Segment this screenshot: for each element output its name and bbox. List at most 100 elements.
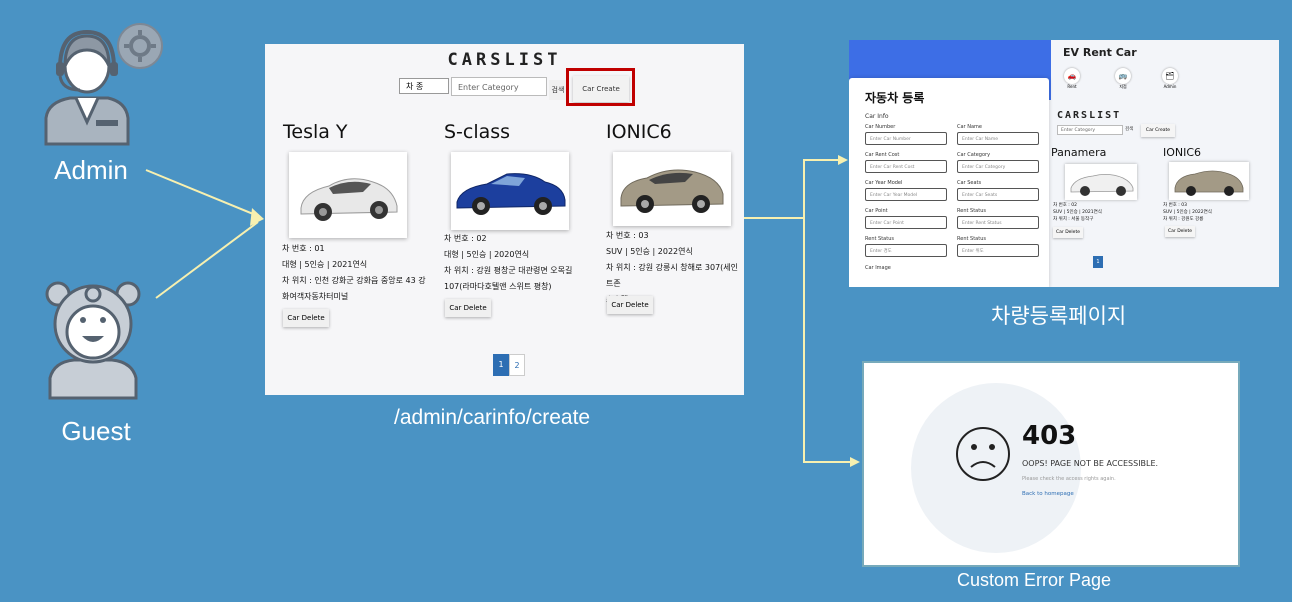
category-input[interactable]: Enter Category <box>451 77 547 96</box>
car-location: 차 위치 : 강원 강릉시 창해로 307(세인트존 <box>606 263 739 288</box>
car-location: 차 위치 : 서울 동작구 <box>1053 217 1094 222</box>
car-number: 차 번호 : 02 <box>1053 203 1077 208</box>
latitude-input[interactable]: Enter 위도 <box>957 244 1039 257</box>
field-label: Car Category <box>957 152 991 158</box>
admin-icon: 🗂 <box>1162 68 1178 84</box>
error-caption: Custom Error Page <box>957 570 1112 590</box>
car-photo <box>451 152 569 230</box>
car-photo <box>613 152 731 226</box>
admin-create-screenshot: CARSLIST 차 종 Enter Category 검색 Car Creat… <box>265 44 744 395</box>
registration-caption: 차량등록페이지 <box>991 305 1127 328</box>
car-location-cont: 화여객자동차터미널 <box>282 292 349 301</box>
car-spec: SUV | 5인승 | 2022연식 <box>1163 210 1212 215</box>
car-image-icon <box>300 178 398 221</box>
car-photo <box>1065 164 1137 200</box>
guest-bear-icon <box>45 281 141 400</box>
registration-form: 자동차 등록 Car Info Car Number Enter Car Num… <box>849 78 1049 287</box>
car-number: 차 번호 : 03 <box>1163 203 1187 208</box>
image-label: Car Image <box>865 265 891 271</box>
nav-rent[interactable]: 🚗 Rent <box>1061 68 1083 89</box>
car-number: 차 번호 : 02 <box>444 234 487 243</box>
rent-status-input[interactable]: Enter Rent Status <box>957 216 1039 229</box>
section-label: Car Info <box>865 113 889 120</box>
car-info: 차 번호 : 02 대형 | 5인승 | 2020연식 차 위치 : 강원 평창… <box>444 231 604 295</box>
admin-create-caption: /admin/carinfo/create <box>394 406 591 429</box>
error-page-screenshot: 403 OOPS! PAGE NOT BE ACCESSIBLE. Please… <box>862 361 1240 567</box>
car-number-input[interactable]: Enter Car Number <box>865 132 947 145</box>
car-spec: 대형 | 5인승 | 2021연식 <box>282 260 368 269</box>
car-spec: SUV | 5인승 | 2021연식 <box>1053 210 1102 215</box>
field-label: Car Point <box>865 208 888 214</box>
nav-admin[interactable]: 🗂 Admin <box>1159 68 1181 89</box>
page-button-1[interactable]: 1 <box>1093 256 1103 268</box>
car-location-cont: 107(라마다호텔앤 스위트 평창) <box>444 282 552 291</box>
mini-category-input[interactable]: Enter Category <box>1057 125 1123 135</box>
mini-search-button[interactable]: 검색 <box>1125 127 1134 132</box>
seats-input[interactable]: Enter Car Seats <box>957 188 1039 201</box>
form-title: 자동차 등록 <box>865 91 925 105</box>
car-info: 차 번호 : 03 SUV | 5인승 | 2022연식 차 위치 : 강원도 … <box>1163 202 1212 223</box>
car-image-icon <box>1070 174 1134 196</box>
car-name: S-class <box>444 121 511 143</box>
app-title: EV Rent Car <box>1063 46 1137 59</box>
list-title: CARSLIST <box>1057 110 1122 121</box>
nav-label: Rent <box>1067 84 1077 89</box>
car-image-icon <box>456 173 566 215</box>
car-image-icon <box>1174 170 1244 196</box>
error-hint: Please check the access rights again. <box>1022 476 1116 482</box>
car-name: Panamera <box>1051 146 1107 159</box>
car-image-icon <box>620 169 724 213</box>
car-spec: SUV | 5인승 | 2022연식 <box>606 247 693 256</box>
field-label: Rent Status <box>957 236 986 242</box>
car-number: 차 번호 : 01 <box>282 244 325 253</box>
field-label: Rent Status <box>957 208 986 214</box>
category-input[interactable]: Enter Car Category <box>957 160 1039 173</box>
category-select[interactable]: 차 종 <box>399 78 449 94</box>
car-info: 차 번호 : 01 대형 | 5인승 | 2021연식 차 위치 : 인천 강화… <box>282 241 442 305</box>
bus-icon: 🚌 <box>1115 68 1131 84</box>
create-highlight-box <box>566 68 635 106</box>
car-location: 차 위치 : 인천 강화군 강화읍 중앙로 43 강 <box>282 276 426 285</box>
car-icon: 🚗 <box>1064 68 1080 84</box>
car-name-input[interactable]: Enter Car Name <box>957 132 1039 145</box>
page-title: CARSLIST <box>447 50 562 70</box>
car-number: 차 번호 : 03 <box>606 231 649 240</box>
mini-create-button[interactable]: Car Create <box>1141 124 1175 137</box>
nav-branch[interactable]: 🚌 지점 <box>1112 68 1134 90</box>
field-label: Car Rent Cost <box>865 152 900 158</box>
admin-figure-icon <box>44 23 163 146</box>
car-location: 차 위치 : 강원 평창군 대관령면 오목길 <box>444 266 573 275</box>
car-name: IONIC6 <box>1163 146 1202 159</box>
car-name: Tesla Y <box>283 121 348 143</box>
car-location: 차 위치 : 강원도 강릉 <box>1163 217 1204 222</box>
year-model-input[interactable]: Enter Car Year Model <box>865 188 947 201</box>
registration-screenshot: 자동차 등록 Car Info Car Number Enter Car Num… <box>849 40 1279 287</box>
nav-label: 지점 <box>1119 84 1127 89</box>
longitude-input[interactable]: Enter 경도 <box>865 244 947 257</box>
car-delete-button[interactable]: Car Delete <box>283 309 329 327</box>
car-delete-button[interactable]: Car Delete <box>445 299 491 317</box>
car-name: IONIC6 <box>606 121 672 143</box>
page-button-2[interactable]: 2 <box>509 354 525 376</box>
car-photo <box>1169 162 1249 200</box>
error-code: 403 <box>1022 421 1077 451</box>
field-label: Rent Status <box>865 236 894 242</box>
field-label: Car Name <box>957 124 982 130</box>
sad-face-icon <box>956 427 1010 481</box>
car-delete-button[interactable]: Car Delete <box>607 296 653 314</box>
admin-label: Admin <box>54 155 128 185</box>
car-photo <box>289 152 407 238</box>
error-circle-bg <box>911 383 1081 553</box>
car-point-input[interactable]: Enter Car Point <box>865 216 947 229</box>
page-button-1[interactable]: 1 <box>493 354 509 376</box>
search-button[interactable]: 검색 <box>549 80 567 100</box>
car-delete-button[interactable]: Car Delete <box>1165 226 1195 237</box>
car-info: 차 번호 : 02 SUV | 5인승 | 2021연식 차 위치 : 서울 동… <box>1053 202 1102 223</box>
car-create-button[interactable]: Car Create <box>573 76 629 102</box>
rent-cost-input[interactable]: Enter Car Rent Cost <box>865 160 947 173</box>
back-home-link[interactable]: Back to homepage <box>1022 491 1074 497</box>
car-delete-button[interactable]: Car Delete <box>1053 227 1083 238</box>
error-message: OOPS! PAGE NOT BE ACCESSIBLE. <box>1022 459 1159 468</box>
field-label: Car Year Model <box>865 180 903 186</box>
